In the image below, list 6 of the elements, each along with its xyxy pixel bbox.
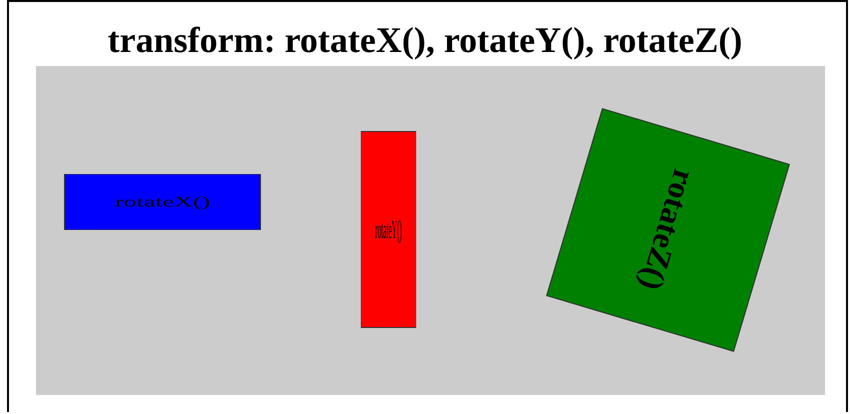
title: transform: rotateX(), rotateY(), rotateZ() [106,19,744,62]
box-label: rotateZ() [632,165,704,295]
flipped-box [64,174,261,230]
mirrored-box [360,131,416,328]
box-label: rotateX() [114,194,210,210]
box-label: rotateY() [375,214,402,244]
